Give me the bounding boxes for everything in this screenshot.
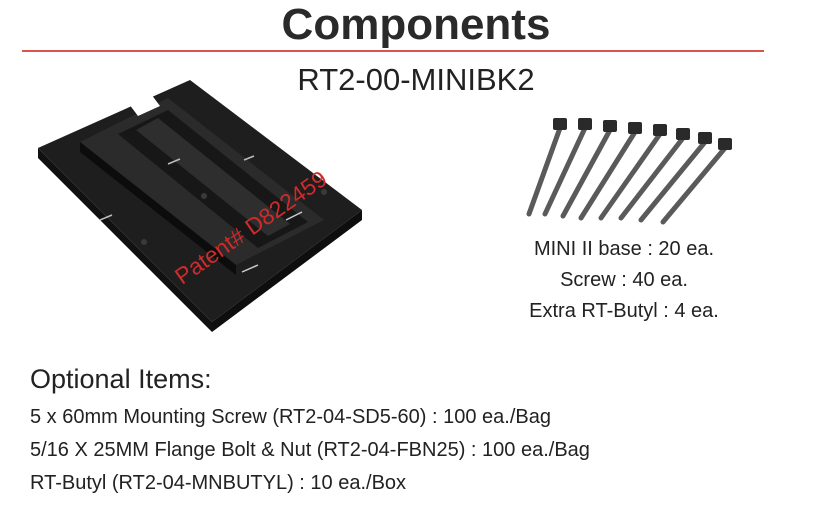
optional-items-list: 5 x 60mm Mounting Screw (RT2-04-SD5-60) … bbox=[30, 401, 590, 500]
optional-items-heading: Optional Items: bbox=[30, 364, 212, 394]
title-divider bbox=[22, 50, 764, 52]
content-item: Extra RT-Butyl : 4 ea. bbox=[529, 300, 719, 322]
screw-bundle-icon bbox=[526, 118, 732, 225]
content-item: Screw : 40 ea. bbox=[560, 269, 688, 291]
package-contents: MINI II base : 20 ea. Screw : 40 ea. Ext… bbox=[490, 234, 758, 327]
optional-item: 5/16 X 25MM Flange Bolt & Nut (RT2-04-FB… bbox=[30, 439, 590, 461]
part-number: RT2-00-MINIBK2 bbox=[297, 62, 535, 97]
optional-item: 5 x 60mm Mounting Screw (RT2-04-SD5-60) … bbox=[30, 406, 551, 428]
content-item: MINI II base : 20 ea. bbox=[533, 238, 715, 260]
mini-ii-base-icon bbox=[38, 80, 362, 332]
optional-item: RT-Butyl (RT2-04-MNBUTYL) : 10 ea./Box bbox=[30, 472, 407, 494]
page-title: Components bbox=[281, 0, 551, 49]
